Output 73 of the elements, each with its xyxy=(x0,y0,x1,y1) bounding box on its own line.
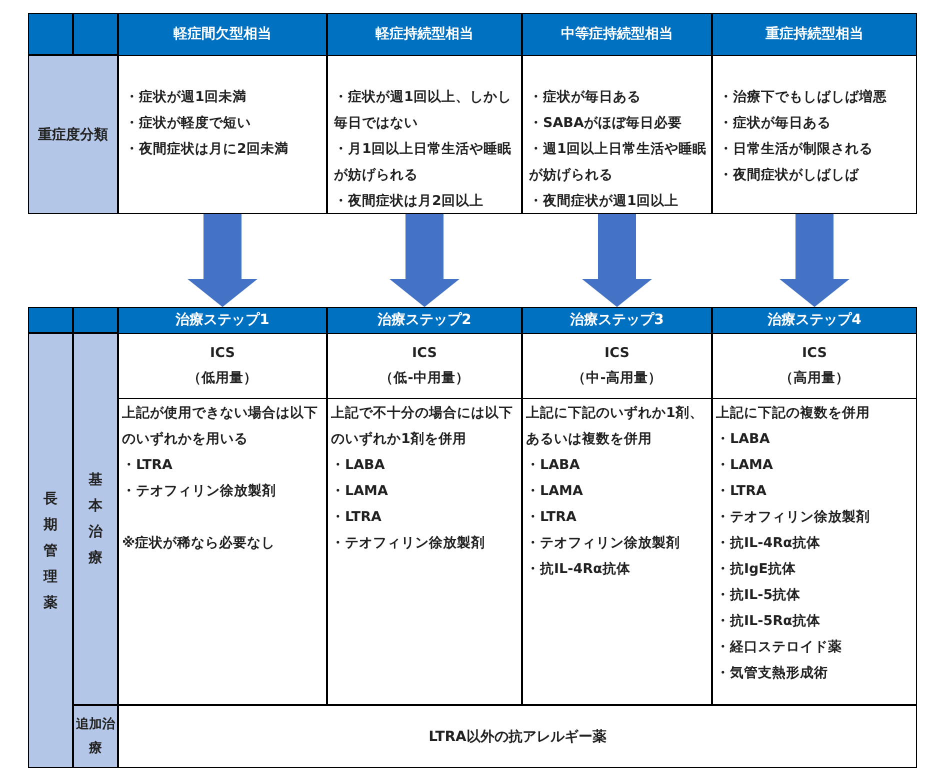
list-item: ・気管支熱形成術 xyxy=(716,664,829,683)
list-item: ・テオフィリン徐放製剤 xyxy=(122,482,277,501)
list-item: ・テオフィリン徐放製剤 xyxy=(526,534,681,553)
list-item: ・抗IgE抗体 xyxy=(716,560,797,579)
severity-column xyxy=(712,13,917,214)
column-header: 中等症持続型相当 xyxy=(523,14,711,56)
dose-note: （低-中用量） xyxy=(378,369,470,388)
list-item: ・LABA xyxy=(526,456,581,475)
list-item: ・LABA xyxy=(331,456,386,475)
list-item: ・月1回以上日常生活や睡眠が妨げられる xyxy=(334,140,512,185)
column-header: 治療ステップ4 xyxy=(713,308,916,334)
severity-column xyxy=(327,13,522,214)
list-item: 上記が使用できない場合は以下のいずれかを用いる xyxy=(122,404,319,449)
list-item: ・夜間症状が週1回以上 xyxy=(529,192,680,211)
treatment-step-column xyxy=(712,307,917,705)
list-item: ・夜間症状は月に2回未満 xyxy=(125,140,290,159)
list-item: 上記に下記の複数を併用 xyxy=(716,404,871,423)
drug-name: ICS xyxy=(411,344,438,363)
list-item: ・LABA xyxy=(716,430,771,449)
list-item: ・日常生活が制限される xyxy=(719,140,874,159)
dose-note: （低用量） xyxy=(186,369,258,388)
column-header: 軽症間欠型相当 xyxy=(119,14,326,56)
list-item: ・抗IL-5Rα抗体 xyxy=(716,612,822,631)
list-item: ・症状が毎日ある xyxy=(719,114,832,133)
treatment-step-column xyxy=(118,307,327,705)
list-item: ・LTRA xyxy=(122,456,174,475)
list-item: ・LAMA xyxy=(526,482,584,501)
column-header: 軽症持続型相当 xyxy=(328,14,521,56)
table-cell: LTRA以外の抗アレルギー薬 xyxy=(118,705,917,768)
severity-column xyxy=(522,13,712,214)
list-item: 上記に下記のいずれか1剤、あるいは複数を併用 xyxy=(526,404,704,449)
list-item: ・抗IL-4Rα抗体 xyxy=(526,560,632,579)
block-arrow xyxy=(188,214,258,307)
list-item: ・LTRA xyxy=(716,482,768,501)
list-item: ・抗IL-4Rα抗体 xyxy=(716,534,822,553)
drug-name: ICS xyxy=(801,344,828,363)
column-header: 重症持続型相当 xyxy=(713,14,916,56)
treatment-step-column xyxy=(327,307,522,705)
block-arrow xyxy=(390,214,460,307)
row-header: 重症度分類 xyxy=(28,55,118,214)
dose-note: （中-高用量） xyxy=(571,369,663,388)
drug-name: ICS xyxy=(209,344,236,363)
list-item: ・夜間症状は月2回以上 xyxy=(334,192,484,211)
list-item: ・経口ステロイド薬 xyxy=(716,638,843,657)
block-arrow xyxy=(780,214,850,307)
severity-column xyxy=(118,13,327,214)
list-item: 上記で不十分の場合には以下のいずれか1剤を併用 xyxy=(331,404,514,449)
column-header: 治療ステップ2 xyxy=(328,308,521,334)
list-item: ・週1回以上日常生活や睡眠が妨げられる xyxy=(529,140,707,185)
list-item: ・症状が軽度で短い xyxy=(125,114,252,133)
list-item: ・LTRA xyxy=(331,508,382,527)
list-item: ・治療下でもしばしば増悪 xyxy=(719,88,888,107)
list-item: ・症状が毎日ある xyxy=(529,88,642,107)
list-item: ・テオフィリン徐放製剤 xyxy=(716,508,871,527)
column-header: 治療ステップ1 xyxy=(119,308,326,334)
row-header: 長期管理薬 xyxy=(28,333,73,768)
treatment-step-column xyxy=(522,307,712,705)
list-item: ・テオフィリン徐放製剤 xyxy=(331,534,486,553)
dose-note: （高用量） xyxy=(778,369,850,388)
list-item: ・症状が週1回以上、しかし毎日ではない xyxy=(334,88,512,133)
list-item: ・LAMA xyxy=(716,456,774,475)
block-arrow xyxy=(582,214,652,307)
column-header: 治療ステップ3 xyxy=(523,308,711,334)
row-header: 追加治療 xyxy=(73,705,118,768)
list-item: ・LTRA xyxy=(526,508,578,527)
list-item: ・夜間症状がしばしば xyxy=(719,166,860,185)
drug-name: ICS xyxy=(604,344,630,363)
row-header: 基本治療 xyxy=(73,333,118,705)
list-item: ・抗IL-5抗体 xyxy=(716,586,802,605)
list-item: ・LAMA xyxy=(331,482,389,501)
list-item: ※症状が稀なら必要なし xyxy=(122,534,276,553)
list-item: ・症状が週1回未満 xyxy=(125,88,248,107)
list-item: ・SABAがほぼ毎日必要 xyxy=(529,114,683,133)
